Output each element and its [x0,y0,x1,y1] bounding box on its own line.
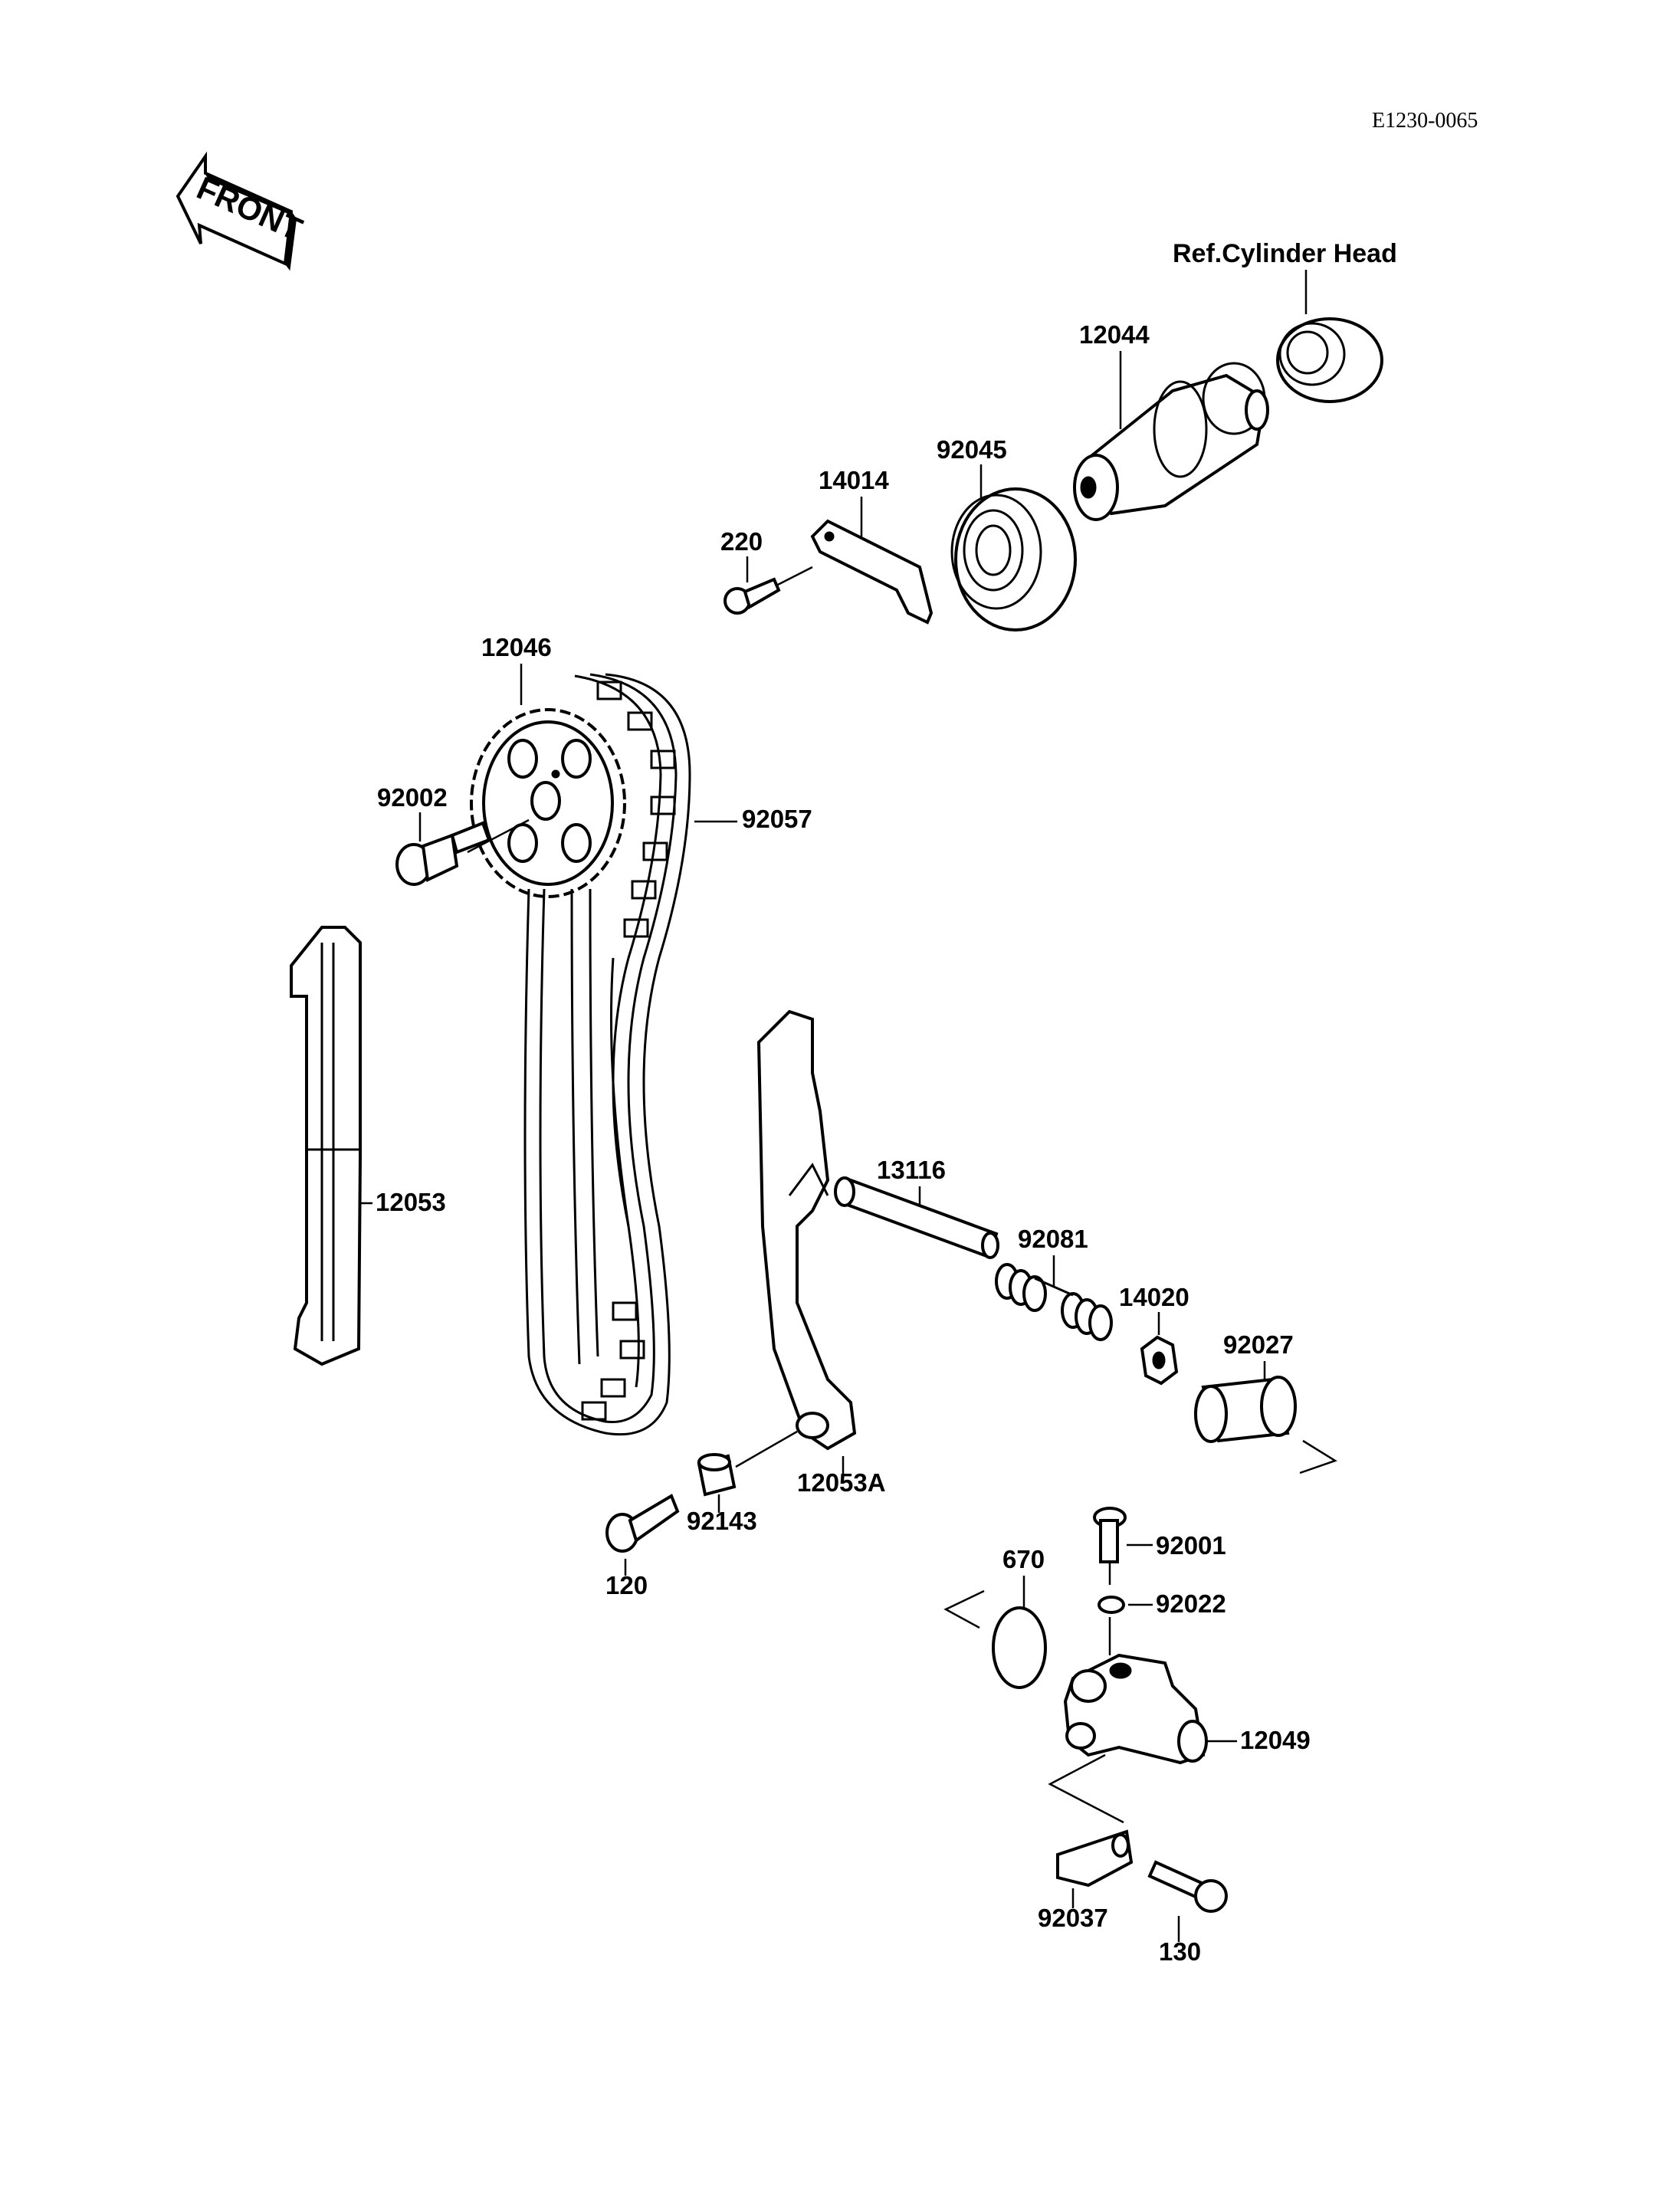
bracket-left [943,1589,985,1629]
label-12053: 12053 [376,1188,446,1216]
label-12046: 12046 [481,633,552,661]
label-12053A: 12053A [797,1468,886,1497]
bolt-92002 [395,821,491,886]
cam-chain-92057 [523,673,691,1436]
diagram-code: E1230-0065 [1372,109,1478,133]
tensioner-guide-12053A [756,1009,857,1451]
label-12049: 12049 [1240,1726,1311,1754]
nut-14020 [1140,1335,1179,1386]
ref-cylinder-head-label: Ref.Cylinder Head [1173,239,1397,268]
label-12044: 12044 [1079,320,1150,349]
label-92022: 92022 [1156,1589,1226,1618]
spring-92081 [995,1263,1113,1341]
label-120: 120 [605,1571,648,1599]
label-92057: 92057 [742,805,812,833]
camshaft [1073,362,1269,521]
label-14014: 14014 [819,466,889,494]
cylinder-head-bearing [1276,317,1383,403]
screw-220 [724,577,781,615]
label-92002: 92002 [377,783,448,812]
label-92081: 92081 [1018,1225,1088,1253]
shaft-13116 [834,1176,999,1259]
front-arrow-icon: FRONT [176,151,308,271]
leader-92143b [735,1430,798,1468]
leader-12049c [1048,1753,1124,1824]
label-92045: 92045 [937,435,1007,464]
plate-14014 [810,519,934,625]
bracket-92037 [1056,1829,1134,1888]
chain-guide-12053 [290,926,362,1366]
bolt-120 [605,1494,680,1553]
collar-92027 [1194,1376,1297,1443]
label-220: 220 [720,527,763,556]
label-130: 130 [1159,1937,1201,1966]
leader-92002b [467,818,530,854]
collar-92143 [697,1453,737,1497]
label-92027: 92027 [1223,1330,1294,1359]
label-92143: 92143 [687,1507,757,1535]
label-92001: 92001 [1156,1531,1226,1560]
washer-92022 [1098,1596,1125,1614]
label-92037: 92037 [1038,1904,1108,1932]
bolt-92001 [1093,1507,1127,1585]
o-ring-670 [992,1606,1047,1689]
label-670: 670 [1002,1545,1045,1573]
camshaft-sprocket [470,708,626,898]
bolt-130 [1147,1860,1228,1913]
label-13116: 13116 [877,1156,946,1184]
label-14020: 14020 [1119,1283,1189,1311]
tensioner-body-12049 [1063,1653,1208,1765]
ball-bearing-92045 [950,487,1077,631]
bracket-right [1299,1439,1337,1474]
